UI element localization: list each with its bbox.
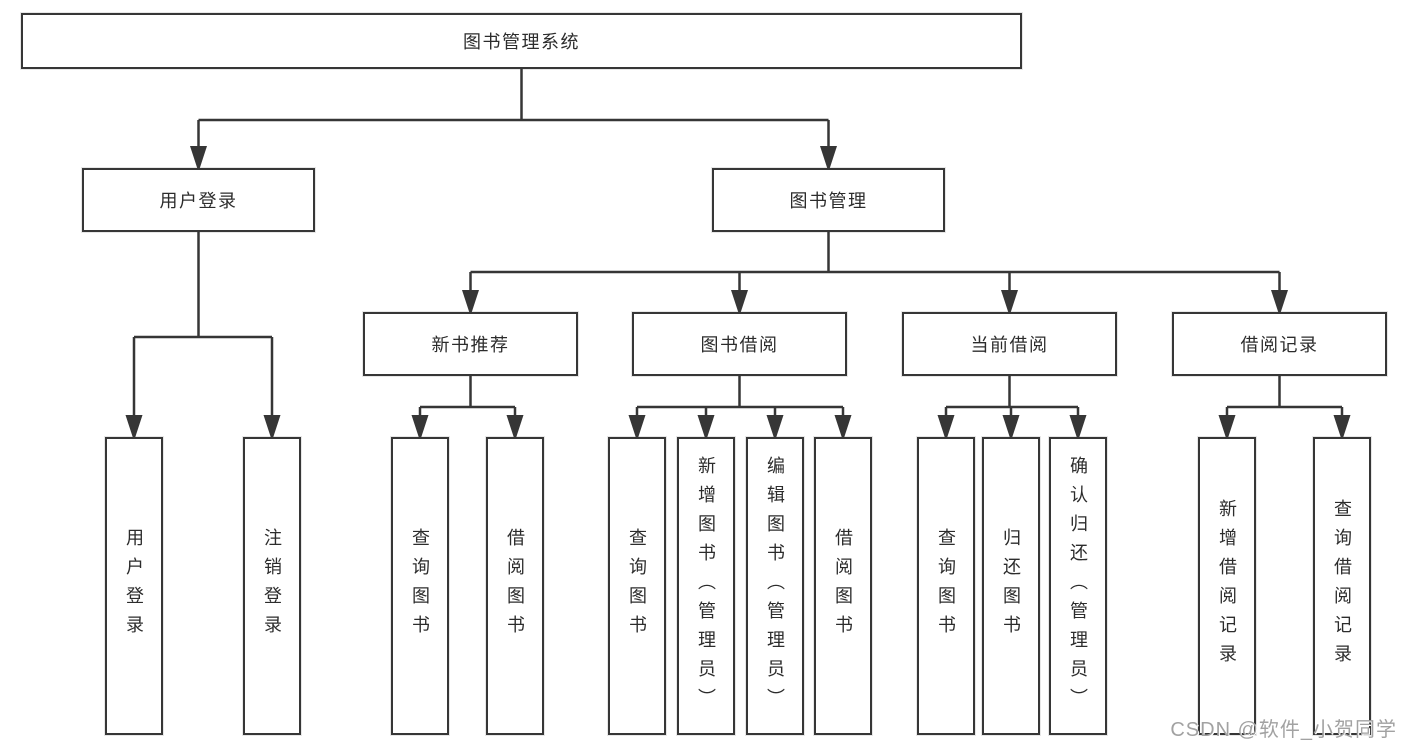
leaf-label: 用户登录: [124, 528, 144, 644]
leaf-label: 查询图书: [936, 528, 956, 644]
leaf-borrow-books-recommend: 借阅图书: [486, 437, 544, 735]
node-label: 借阅记录: [1240, 335, 1319, 355]
connector-userlogin-to-leaves: [134, 232, 272, 339]
node-label: 图书借阅: [700, 335, 779, 355]
node-book-management: 图书管理: [712, 168, 945, 232]
node-label: 当前借阅: [970, 335, 1049, 355]
leaf-user-login: 用户登录: [105, 437, 163, 735]
node-user-login: 用户登录: [82, 168, 315, 232]
node-label: 图书管理: [789, 191, 868, 211]
leaf-query-books-recommend: 查询图书: [391, 437, 449, 735]
leaf-label: 归还图书: [1001, 528, 1021, 644]
leaf-logout: 注销登录: [243, 437, 301, 735]
leaf-query-books-current: 查询图书: [917, 437, 975, 735]
leaf-label: 编辑图书（管理员）: [765, 455, 785, 717]
node-library-management-system: 图书管理系统: [21, 13, 1022, 69]
leaf-query-books-borrowing: 查询图书: [608, 437, 666, 735]
leaf-return-books: 归还图书: [982, 437, 1040, 735]
leaf-label: 查询借阅记录: [1332, 499, 1352, 673]
leaf-label: 借阅图书: [833, 528, 853, 644]
leaf-label: 确认归还（管理员）: [1068, 455, 1088, 717]
node-book-borrowing: 图书借阅: [632, 312, 847, 376]
leaf-label: 查询图书: [410, 528, 430, 644]
connector-bookmgmt-to-level3: [470, 232, 1280, 274]
leaf-confirm-return-admin: 确认归还（管理员）: [1049, 437, 1107, 735]
connector-newbook-to-leaves: [420, 376, 515, 409]
node-borrowing-records: 借阅记录: [1172, 312, 1387, 376]
leaf-label: 注销登录: [262, 528, 282, 644]
connector-current-to-leaves: [946, 376, 1078, 409]
connector-records-to-leaves: [1227, 376, 1342, 409]
leaf-query-borrow-record: 查询借阅记录: [1313, 437, 1371, 735]
connector-borrowing-to-leaves: [637, 376, 843, 409]
node-label: 用户登录: [159, 191, 238, 211]
leaf-label: 查询图书: [627, 528, 647, 644]
leaf-borrow-books-borrowing: 借阅图书: [814, 437, 872, 735]
leaf-label: 新增借阅记录: [1217, 499, 1237, 673]
leaf-label: 借阅图书: [505, 528, 525, 644]
watermark: CSDN @软件_小贺同学: [1170, 719, 1397, 741]
leaf-label: 新增图书（管理员）: [696, 455, 716, 717]
node-current-borrowing: 当前借阅: [902, 312, 1117, 376]
leaf-add-borrow-record: 新增借阅记录: [1198, 437, 1256, 735]
leaf-edit-book-admin: 编辑图书（管理员）: [746, 437, 804, 735]
node-label: 图书管理系统: [463, 32, 580, 52]
leaf-add-book-admin: 新增图书（管理员）: [677, 437, 735, 735]
node-new-book-recommendation: 新书推荐: [363, 312, 578, 376]
connector-root-to-level2: [198, 69, 829, 122]
node-label: 新书推荐: [431, 335, 510, 355]
